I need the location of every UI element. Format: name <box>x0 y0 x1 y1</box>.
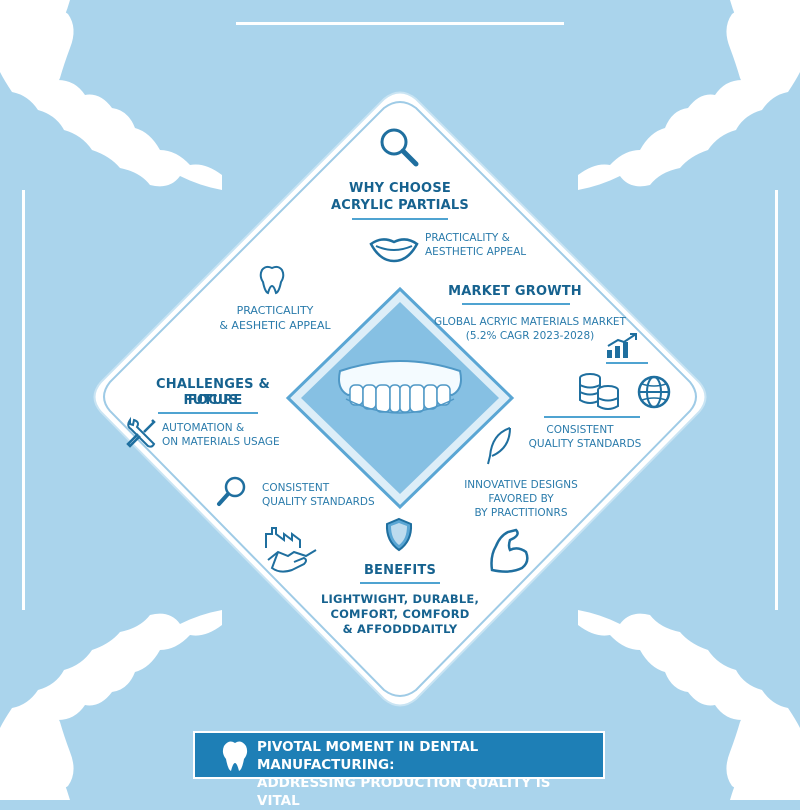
banner-text: PIVOTAL MOMENT IN DENTAL MANUFACTURING: … <box>257 738 597 810</box>
challenges-title-line2: FOCUS <box>187 393 239 408</box>
quality-left-line1: CONSISTENT <box>262 482 330 494</box>
corner-teeth-bottom-left-icon <box>0 610 222 800</box>
quality-right-divider <box>544 416 640 418</box>
quality-right-line2: QUALITY STANDARDS <box>528 438 642 450</box>
feather-icon <box>487 427 511 465</box>
frame-left <box>22 190 25 610</box>
challenges-divider <box>158 412 258 414</box>
magnifier-icon <box>380 128 419 167</box>
why-text-line2: AESTHETIC APPEAL <box>425 246 527 258</box>
benefits-text-line3: & AFFODDDAITLY <box>342 622 458 636</box>
magnifier-small-icon <box>217 476 246 506</box>
banner-tooth-icon <box>222 741 248 771</box>
why-title-line1: WHY CHOOSE <box>349 181 451 196</box>
why-title-line2: ACRYLIC PARTIALS <box>331 198 469 213</box>
corner-teeth-top-right-icon <box>578 0 800 190</box>
coins-icon <box>579 373 619 410</box>
factory-handshake-icon <box>265 527 317 573</box>
market-text-line2: (5.2% CAGR 2023-2028) <box>465 330 595 342</box>
benefits-text-line1: LIGHTWIGHT, DURABLE, <box>320 592 480 606</box>
innovative-line2: FAVORED BY <box>488 493 554 505</box>
why-divider <box>352 218 448 220</box>
banner-line2: ADDRESSING PRODUCTION QUALITY IS VITAL <box>257 775 551 809</box>
bottom-banner: PIVOTAL MOMENT IN DENTAL MANUFACTURING: … <box>193 731 605 809</box>
denture-icon <box>338 360 462 414</box>
innovative-line1: INNOVATIVE DESIGNS <box>464 479 578 491</box>
growth-chart-icon <box>607 333 637 358</box>
appeal-text-line2: & AESHETIC APPEAL <box>219 319 331 332</box>
globe-icon <box>637 375 671 409</box>
frame-top <box>236 22 564 25</box>
market-divider <box>462 303 570 305</box>
benefits-text-line2: COMFORT, COMFORD <box>330 607 470 621</box>
benefits-title: BENEFITS <box>363 563 437 578</box>
wrench-screwdriver-icon <box>126 416 156 448</box>
market-underline <box>606 362 648 364</box>
tooth-icon <box>259 265 285 295</box>
quality-left-line2: QUALITY STANDARDS <box>262 496 375 508</box>
frame-right <box>775 190 778 610</box>
innovative-line3: BY PRACTITIONRS <box>474 507 568 519</box>
muscle-arm-icon <box>490 528 529 573</box>
challenges-text-line1: AUTOMATION & <box>162 422 245 434</box>
shield-icon <box>385 517 413 552</box>
benefits-divider <box>360 582 440 584</box>
market-title: MARKET GROWTH <box>448 284 582 299</box>
why-text-line1: PRACTICALITY & <box>425 232 510 244</box>
quality-right-line1: CONSISTENT <box>546 424 614 436</box>
market-text-line1: GLOBAL ACRYIC MATERIALS MARKET <box>434 316 626 328</box>
appeal-text-line1: PRACTICALITY <box>236 304 314 317</box>
smile-lips-icon <box>369 238 419 263</box>
challenges-title-line1: CHALLENGES & FUTURE <box>156 377 270 409</box>
corner-teeth-bottom-right-icon <box>578 610 800 800</box>
challenges-text-line2: ON MATERIALS USAGE <box>162 436 280 448</box>
corner-teeth-top-left-icon <box>0 0 222 190</box>
banner-line1: PIVOTAL MOMENT IN DENTAL MANUFACTURING: <box>257 739 479 773</box>
